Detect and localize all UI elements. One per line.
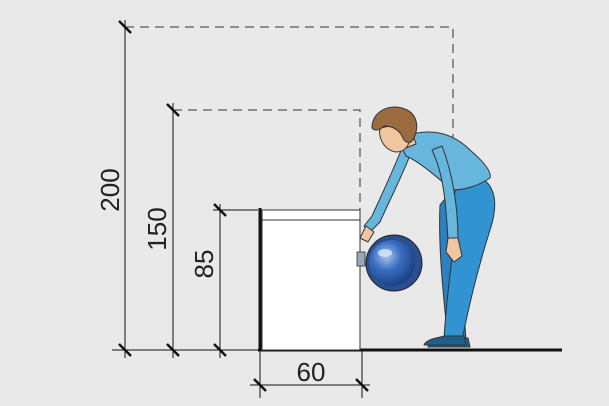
tick-200-top [118,20,132,34]
machine-door-highlight [378,249,392,257]
label-200: 200 [95,168,125,211]
person-figure [359,106,496,348]
tick-85-bottom [213,343,227,357]
label-150: 150 [142,207,172,250]
machine-door-glass [369,240,415,286]
tick-60-left [253,378,267,392]
machine-body [261,209,361,351]
person-back-arm [363,147,413,233]
tick-150-bottom [166,343,180,357]
washing-machine [258,208,423,351]
dashed-line-150 [173,109,361,214]
label-85: 85 [189,250,219,279]
person-hand-back [359,225,375,243]
dimension-lines [124,20,370,398]
label-60: 60 [297,357,326,387]
person-shoe-front [423,335,467,346]
tick-marks [118,20,369,392]
person-hand-front [445,237,463,263]
tick-200-bottom [118,343,132,357]
person-hair [371,106,418,143]
dashed-reference-lines [125,26,454,214]
tick-60-right [355,378,369,392]
tick-150-top [166,103,180,117]
machine-hinge [356,251,366,267]
tick-85-top [213,203,227,217]
dashed-line-200 [125,26,454,190]
